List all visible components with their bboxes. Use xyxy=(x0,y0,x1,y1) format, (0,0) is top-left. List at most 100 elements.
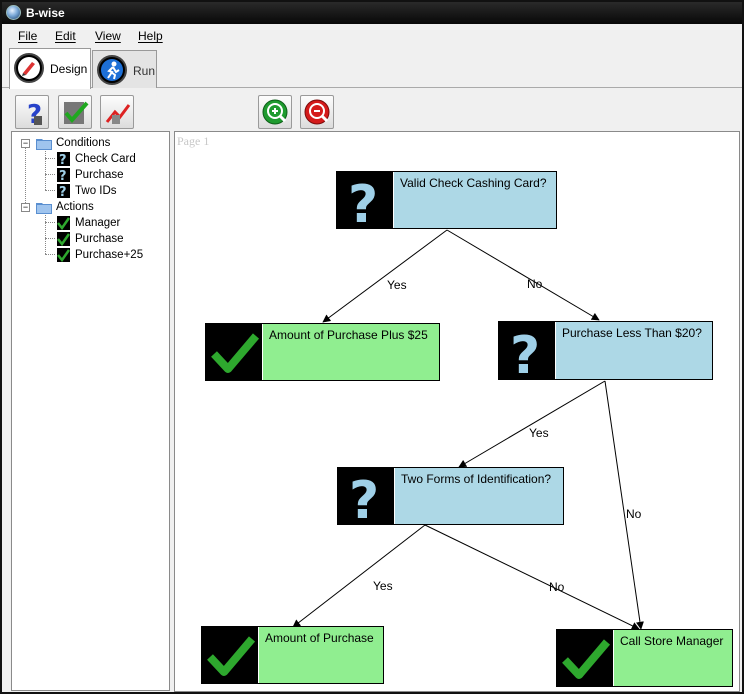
edge-label-no: No xyxy=(626,507,642,521)
node-body: Valid Check Cashing Card? xyxy=(394,172,556,228)
condition-node[interactable]: ? Valid Check Cashing Card? xyxy=(336,171,557,229)
svg-text:?: ? xyxy=(59,169,67,182)
edge-layer xyxy=(292,229,644,630)
menu-file[interactable]: File xyxy=(18,29,38,43)
svg-text:?: ? xyxy=(59,153,67,166)
tree-item-label: Check Card xyxy=(75,153,136,165)
page-label: Page 1 xyxy=(177,134,210,148)
svg-text:?: ? xyxy=(510,326,540,379)
tree-group-actions[interactable]: − Actions xyxy=(12,199,167,215)
design-canvas[interactable]: Page 1 Yes No Yes No Yes No ? xyxy=(174,131,740,692)
tree-item-purchase-action[interactable]: Purchase xyxy=(12,231,167,247)
check-icon xyxy=(57,248,71,263)
tree-item-label: Manager xyxy=(75,217,121,229)
edge-label-yes: Yes xyxy=(373,579,393,593)
action-node[interactable]: Call Store Manager xyxy=(556,629,733,687)
condition-node[interactable]: ? Purchase Less Than $20? xyxy=(498,321,713,380)
zoom-in-button[interactable] xyxy=(258,95,292,129)
menu-view[interactable]: View xyxy=(95,29,121,43)
toolbar: ? xyxy=(2,89,742,131)
tree-line xyxy=(45,148,46,190)
design-icon xyxy=(14,53,44,83)
tab-run-label: Run xyxy=(133,64,156,78)
menu-bar: File Edit View Help xyxy=(2,24,742,48)
folder-icon xyxy=(36,139,52,150)
question-icon: ? xyxy=(57,184,70,200)
edge-line[interactable] xyxy=(458,380,606,468)
edge-line[interactable] xyxy=(292,524,426,628)
action-node[interactable]: Amount of Purchase Plus $25 xyxy=(205,323,440,381)
tab-strip: Design Run xyxy=(2,48,742,89)
tree-item-manager[interactable]: Manager xyxy=(12,215,167,231)
tree-group-conditions[interactable]: − Conditions xyxy=(12,135,167,151)
tree-line xyxy=(45,158,55,159)
tree-item-purchase-condition[interactable]: ? Purchase xyxy=(12,167,167,184)
node-body: Two Forms of Identification? xyxy=(395,468,563,524)
tree-item-label: Purchase+25 xyxy=(75,249,144,261)
edge-line[interactable] xyxy=(446,229,600,321)
zoom-out-button[interactable] xyxy=(300,95,334,129)
node-body: Amount of Purchase Plus $25 xyxy=(263,324,439,380)
svg-text:?: ? xyxy=(59,185,67,198)
edge-line[interactable] xyxy=(604,380,644,630)
tab-design[interactable]: Design xyxy=(9,48,91,89)
node-text: Amount of Purchase Plus $25 xyxy=(269,328,428,342)
tree-line xyxy=(45,222,55,223)
check-icon xyxy=(57,216,71,231)
collapse-toggle[interactable]: − xyxy=(21,202,30,212)
chart-icon xyxy=(105,104,131,124)
tree-item-check-card[interactable]: ? Check Card xyxy=(12,151,167,168)
check-icon xyxy=(557,630,613,686)
tree-line xyxy=(45,238,55,239)
window-title: B-wise xyxy=(26,6,65,20)
tree-item-label: Two IDs xyxy=(75,185,117,197)
menu-edit[interactable]: Edit xyxy=(55,29,76,43)
node-text: Call Store Manager xyxy=(620,634,724,648)
tree-item-label: Purchase xyxy=(75,233,124,245)
collapse-toggle[interactable]: − xyxy=(21,138,30,148)
svg-text:?: ? xyxy=(348,175,378,228)
node-text: Two Forms of Identification? xyxy=(401,472,552,486)
zoom-out-icon xyxy=(304,99,330,125)
tab-design-label: Design xyxy=(50,62,88,76)
check-icon xyxy=(64,101,89,124)
edge-label-yes: Yes xyxy=(529,426,549,440)
action-node[interactable]: Amount of Purchase xyxy=(201,626,384,684)
node-text: Purchase Less Than $20? xyxy=(562,326,702,340)
edge-label-no: No xyxy=(527,277,543,291)
app-icon xyxy=(6,5,21,20)
node-text: Valid Check Cashing Card? xyxy=(400,176,547,190)
add-condition-button[interactable]: ? xyxy=(15,95,49,129)
question-icon: ? xyxy=(57,168,70,184)
node-text: Amount of Purchase xyxy=(265,631,374,645)
edge-label-no: No xyxy=(549,580,565,594)
title-bar: B-wise xyxy=(2,2,742,24)
add-action-button[interactable] xyxy=(58,95,92,129)
tree-line xyxy=(25,147,26,207)
node-body: Amount of Purchase xyxy=(259,627,383,683)
question-icon: ? xyxy=(337,172,393,228)
tree-line xyxy=(45,212,46,254)
condition-node[interactable]: ? Two Forms of Identification? xyxy=(337,467,564,525)
edge-label-yes: Yes xyxy=(387,278,407,292)
tree-item-purchase-plus-25[interactable]: Purchase+25 xyxy=(12,247,167,263)
tab-run[interactable]: Run xyxy=(92,50,157,88)
tree-group-label: Conditions xyxy=(56,137,111,149)
zoom-in-icon xyxy=(262,99,288,125)
svg-text:?: ? xyxy=(349,471,379,524)
node-body: Call Store Manager xyxy=(614,630,732,686)
tree-line xyxy=(45,254,55,255)
tree-line xyxy=(45,174,55,175)
edge-line[interactable] xyxy=(424,524,640,630)
tree-item-label: Purchase xyxy=(75,169,124,181)
analyze-button[interactable] xyxy=(100,95,134,129)
menu-help[interactable]: Help xyxy=(138,29,163,43)
run-icon xyxy=(97,55,127,85)
question-icon: ? xyxy=(338,468,394,524)
edge-line[interactable] xyxy=(322,229,448,323)
check-icon xyxy=(206,324,262,380)
tree-item-two-ids[interactable]: ? Two IDs xyxy=(12,183,167,200)
folder-icon xyxy=(36,203,52,214)
element-tree[interactable]: − Conditions ? Check Card ? Purchase ? T… xyxy=(11,131,170,691)
